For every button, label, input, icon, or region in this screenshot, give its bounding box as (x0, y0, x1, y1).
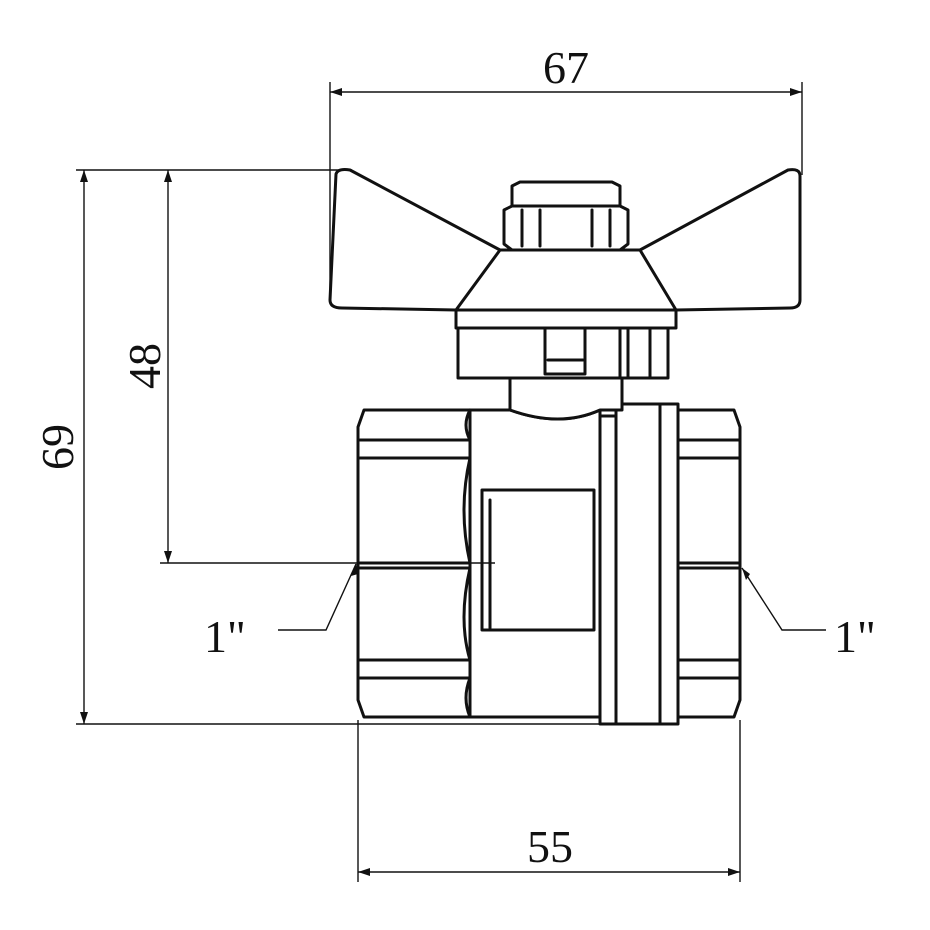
thread-callout-left: 1" (204, 563, 358, 662)
right-hex-connector (676, 408, 742, 719)
dim-label-69: 69 (32, 424, 83, 470)
valve-body (356, 402, 742, 726)
dim-label-55: 55 (527, 821, 573, 872)
dim-label-67: 67 (543, 42, 589, 93)
thread-label-right: 1" (834, 611, 876, 662)
dimension-body-length: 55 (357, 720, 741, 882)
body-ring-nut (598, 402, 680, 726)
top-hex-nut (502, 180, 630, 252)
dimension-overall-height: 69 (32, 169, 600, 725)
stem-assembly (456, 320, 670, 421)
dim-label-48: 48 (119, 343, 170, 389)
thread-callout-right: 1" (741, 567, 876, 662)
thread-label-left: 1" (204, 611, 246, 662)
dimension-overall-width: 67 (329, 42, 803, 300)
dimension-axis-height: 48 (119, 170, 495, 564)
